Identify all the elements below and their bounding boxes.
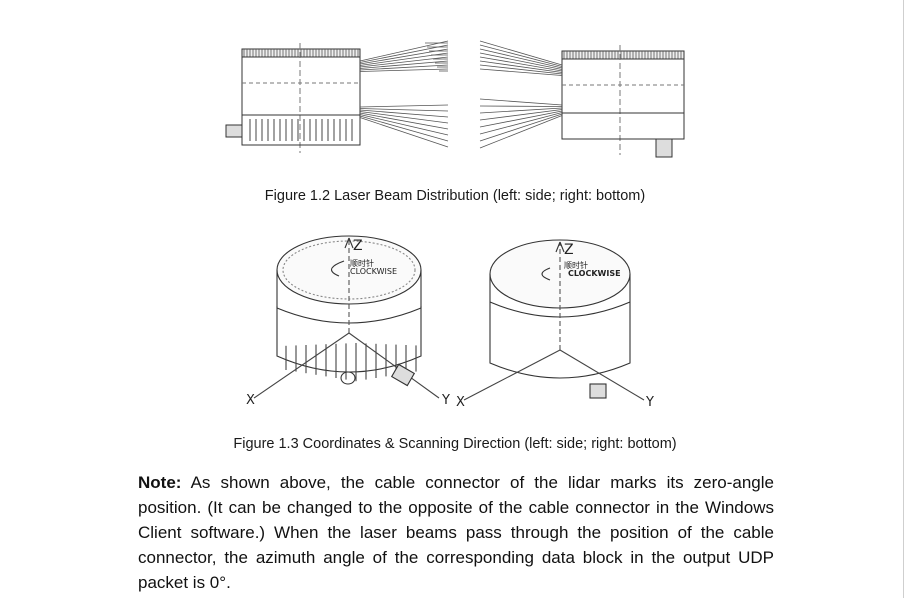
drawing-line bbox=[479, 52, 563, 70]
drawing-line bbox=[479, 68, 563, 76]
right-z-axis-label: Z bbox=[564, 242, 574, 258]
figure-1-3-right-bottom-drawing: Z 顺时针 CLOCKWISE X Y bbox=[456, 228, 666, 413]
left-y-axis-label: Y bbox=[441, 393, 450, 408]
side-view-body bbox=[241, 56, 361, 116]
drawing-line bbox=[359, 40, 449, 62]
drawing-line bbox=[479, 56, 563, 72]
drawing-line bbox=[479, 105, 563, 107]
side-view-connector bbox=[225, 124, 243, 138]
drawing-line bbox=[479, 98, 563, 106]
note-text: As shown above, the cable connector of t… bbox=[138, 473, 774, 592]
drawing-line bbox=[359, 68, 449, 72]
drawing-line bbox=[359, 112, 449, 130]
note-label: Note: bbox=[138, 473, 182, 492]
drawing-line bbox=[359, 64, 449, 71]
drawing-line bbox=[479, 60, 563, 73]
left-rotation-label-en: CLOCKWISE bbox=[350, 267, 397, 276]
drawing-line bbox=[479, 64, 563, 75]
right-y-axis-label: Y bbox=[645, 395, 654, 410]
side-view-base bbox=[241, 114, 361, 146]
figure-1-2-caption: Figure 1.2 Laser Beam Distribution (left… bbox=[264, 188, 646, 204]
note-paragraph: Note: As shown above, the cable connecto… bbox=[138, 470, 774, 595]
drawing-line bbox=[479, 40, 563, 66]
drawing-line bbox=[479, 113, 563, 142]
drawing-line bbox=[359, 108, 449, 112]
left-rotation-label-cn: 顺时针 bbox=[350, 258, 374, 268]
right-rotation-label-en: CLOCKWISE bbox=[568, 269, 621, 278]
drawing-line bbox=[359, 60, 449, 69]
drawing-line bbox=[479, 115, 563, 149]
drawing-line bbox=[479, 110, 563, 128]
page-edge bbox=[903, 0, 904, 598]
drawing-line bbox=[359, 109, 449, 118]
drawing-line bbox=[359, 48, 449, 65]
right-x-axis-label: X bbox=[456, 395, 465, 410]
drawing-line bbox=[479, 112, 563, 135]
left-z-axis-label: Z bbox=[353, 238, 363, 254]
left-x-axis-label: X bbox=[246, 393, 255, 408]
drawing-line bbox=[359, 44, 449, 63]
drawing-line bbox=[479, 109, 563, 121]
drawing-line bbox=[359, 115, 449, 142]
drawing-line bbox=[359, 117, 449, 148]
drawing-line bbox=[359, 104, 449, 108]
drawing-line bbox=[479, 44, 563, 67]
drawing-line bbox=[479, 48, 563, 69]
figure-1-3-caption: Figure 1.3 Coordinates & Scanning Direct… bbox=[233, 436, 677, 452]
right-rotation-label-cn: 顺时针 bbox=[564, 260, 588, 270]
drawing-line bbox=[479, 107, 563, 114]
figure-1-2-laser-beam-drawing bbox=[220, 35, 700, 165]
drawing-line bbox=[359, 111, 449, 124]
drawing-line bbox=[359, 114, 449, 136]
figure-1-3-left-side-drawing: Z 顺时针 CLOCKWISE X Y bbox=[244, 228, 464, 413]
